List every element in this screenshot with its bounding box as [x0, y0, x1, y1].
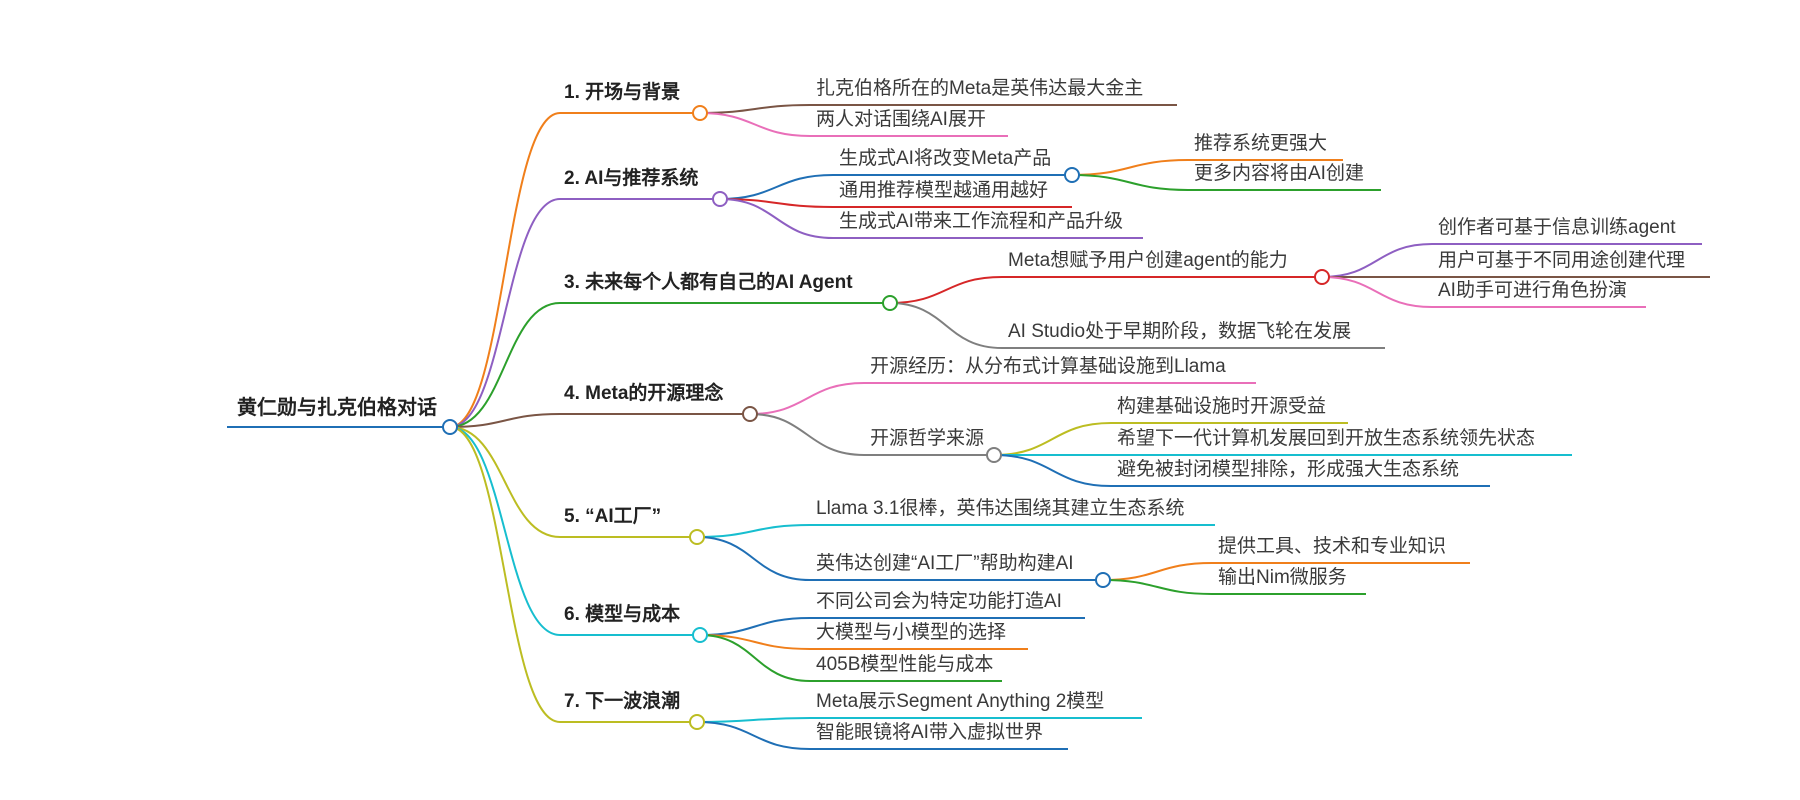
sub-topic-3-1: Meta想赋予用户创建agent的能力 [1008, 250, 1288, 271]
collapse-toggle-3-1[interactable] [1314, 269, 1330, 285]
leaf-topic-2-1-2: 更多内容将由AI创建 [1194, 163, 1364, 184]
collapse-toggle-branch-1[interactable] [692, 105, 708, 121]
sub-connector-1-2 [699, 112, 811, 137]
sub-connector-7-1 [696, 717, 811, 723]
sub-connector-4-1 [749, 382, 865, 415]
leaf-topic-2-1-1: 推荐系统更强大 [1194, 133, 1328, 154]
collapse-toggle-branch-2[interactable] [712, 191, 728, 207]
collapse-toggle-4-2[interactable] [986, 447, 1002, 463]
leaf-connector-2-1-1 [1071, 159, 1189, 176]
collapse-toggle-branch-5[interactable] [689, 529, 705, 545]
leaf-topic-5-2-1: 提供工具、技术和专业知识 [1218, 536, 1447, 557]
leaf-connector-2-1-2 [1071, 174, 1189, 191]
branch-connector-6 [449, 426, 561, 636]
leaf-connector-5-2-1 [1102, 562, 1213, 581]
branch-topic-7: 7. 下一波浪潮 [564, 691, 681, 712]
sub-topic-6-2: 大模型与小模型的选择 [816, 622, 1007, 643]
collapse-toggle-branch-4[interactable] [742, 406, 758, 422]
sub-connector-1-1 [699, 104, 811, 114]
leaf-topic-3-1-1: 创作者可基于信息训练agent [1438, 217, 1676, 238]
sub-topic-4-1: 开源经历：从分布式计算基础设施到Llama [870, 356, 1226, 377]
branch-topic-2: 2. AI与推荐系统 [564, 168, 699, 189]
sub-topic-7-1: Meta展示Segment Anything 2模型 [816, 691, 1105, 712]
sub-connector-3-1 [889, 276, 1003, 304]
leaf-topic-5-2-2: 输出Nim微服务 [1218, 567, 1347, 588]
collapse-toggle-5-2[interactable] [1095, 572, 1111, 588]
branch-connector-4 [449, 413, 561, 428]
leaf-topic-3-1-3: AI助手可进行角色扮演 [1438, 280, 1627, 301]
sub-connector-6-3 [699, 634, 811, 682]
sub-connector-5-2 [696, 536, 811, 581]
sub-topic-5-1: Llama 3.1很棒，英伟达围绕其建立生态系统 [816, 498, 1185, 519]
sub-connector-3-2 [889, 302, 1003, 349]
collapse-toggle-root[interactable] [442, 419, 458, 435]
branch-connector-3 [449, 302, 561, 428]
sub-connector-6-2 [699, 634, 811, 650]
branch-topic-6: 6. 模型与成本 [564, 604, 681, 625]
sub-connector-2-1 [719, 174, 834, 200]
branch-connector-5 [449, 426, 561, 538]
leaf-connector-3-1-3 [1321, 276, 1433, 308]
root-topic: 黄仁勋与扎克伯格对话 [237, 397, 437, 419]
branch-connector-7 [449, 426, 561, 723]
branch-topic-5: 5. “AI工厂” [564, 506, 662, 527]
sub-connector-7-2 [696, 721, 811, 750]
sub-topic-7-2: 智能眼镜将AI带入虚拟世界 [816, 722, 1043, 743]
leaf-connector-4-2-3 [993, 454, 1112, 487]
branch-connector-1 [449, 112, 561, 428]
sub-topic-1-1: 扎克伯格所在的Meta是英伟达最大金主 [816, 78, 1144, 99]
leaf-topic-4-2-2: 希望下一代计算机发展回到开放生态系统领先状态 [1117, 428, 1536, 449]
leaf-topic-3-1-2: 用户可基于不同用途创建代理 [1438, 250, 1686, 271]
collapse-toggle-branch-6[interactable] [692, 627, 708, 643]
branch-connector-2 [449, 198, 561, 428]
sub-connector-2-3 [719, 198, 834, 239]
collapse-toggle-2-1[interactable] [1064, 167, 1080, 183]
collapse-toggle-branch-7[interactable] [689, 714, 705, 730]
leaf-connector-3-1-1 [1321, 243, 1433, 278]
sub-connector-5-1 [696, 524, 811, 538]
branch-topic-3: 3. 未来每个人都有自己的AI Agent [564, 272, 853, 293]
sub-topic-4-2: 开源哲学来源 [870, 428, 985, 449]
leaf-connector-4-2-1 [993, 422, 1112, 456]
leaf-connector-5-2-2 [1102, 579, 1213, 595]
branch-topic-1: 1. 开场与背景 [564, 82, 681, 103]
leaf-topic-4-2-3: 避免被封闭模型排除，形成强大生态系统 [1117, 459, 1460, 480]
sub-topic-2-2: 通用推荐模型越通用越好 [839, 180, 1049, 201]
sub-topic-5-2: 英伟达创建“AI工厂”帮助构建AI [816, 553, 1074, 574]
sub-connector-6-1 [699, 617, 811, 636]
sub-topic-3-2: AI Studio处于早期阶段，数据飞轮在发展 [1008, 321, 1352, 342]
leaf-topic-4-2-1: 构建基础设施时开源受益 [1117, 396, 1327, 417]
sub-topic-1-2: 两人对话围绕AI展开 [816, 109, 986, 130]
sub-topic-6-3: 405B模型性能与成本 [816, 654, 994, 675]
branch-topic-4: 4. Meta的开源理念 [564, 383, 724, 404]
sub-topic-2-1: 生成式AI将改变Meta产品 [839, 148, 1052, 169]
sub-topic-2-3: 生成式AI带来工作流程和产品升级 [839, 211, 1123, 232]
collapse-toggle-branch-3[interactable] [882, 295, 898, 311]
sub-topic-6-1: 不同公司会为特定功能打造AI [816, 591, 1062, 612]
sub-connector-4-2 [749, 413, 865, 456]
